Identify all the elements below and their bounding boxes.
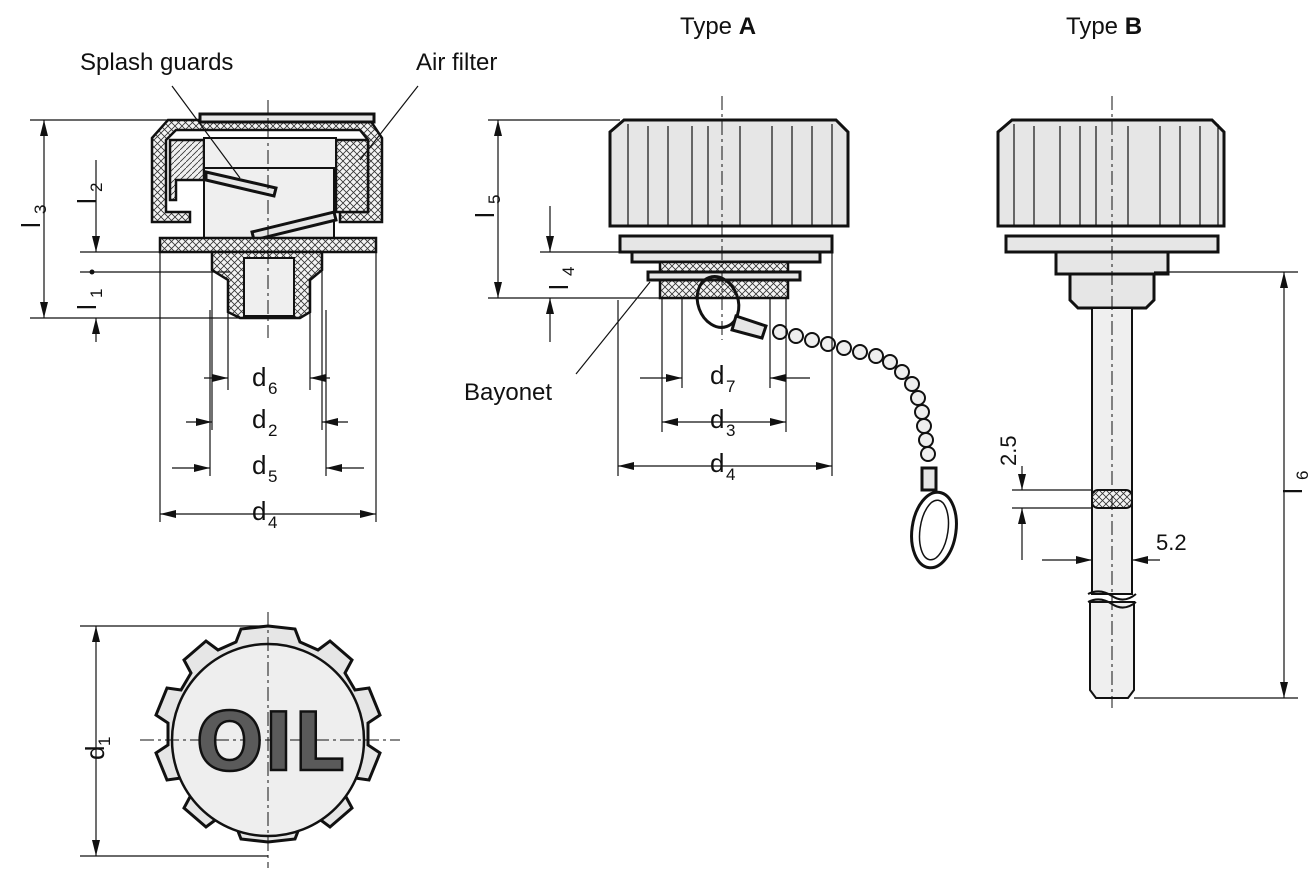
d7-label: d: [710, 360, 724, 390]
type-b-view: Type B l 6: [996, 13, 1312, 708]
l4-label: l: [544, 284, 574, 290]
d2-sub: 2: [268, 421, 277, 440]
dim-d4-type-a: d 4: [617, 252, 833, 484]
air-filter-element: [334, 138, 370, 214]
type-a-knurl-ribs: [627, 124, 833, 226]
l3-sub: 3: [31, 205, 50, 214]
type-b-title: Type B: [1066, 13, 1142, 40]
dim-2-5-label: 2.5: [996, 435, 1021, 466]
cap-top-plate: [198, 112, 376, 124]
d6-sub: 6: [268, 379, 277, 398]
l5-label: l: [470, 212, 500, 218]
type-a-seal: [630, 250, 822, 264]
inner-chamber-top: [203, 137, 337, 169]
dim-l6: l 6: [1134, 271, 1312, 699]
dim-d1: d 1: [80, 625, 268, 857]
dim-l4: l 4: [540, 206, 632, 342]
d6-label: d: [252, 362, 266, 392]
d1-sub: 1: [95, 737, 114, 746]
d5-label: d: [252, 450, 266, 480]
l6-sub: 6: [1293, 471, 1312, 480]
d3-label: d: [710, 404, 724, 434]
dim-d3: d 3: [661, 298, 787, 440]
d4-section-label: d: [252, 496, 266, 526]
type-a-chain: [695, 275, 958, 570]
type-b-knurl-ribs: [1013, 124, 1219, 226]
l1-label: l: [72, 304, 102, 310]
d5-sub: 5: [268, 467, 277, 486]
dim-l5: l 5: [470, 119, 660, 299]
dim-l1: l 1: [72, 269, 230, 342]
bayonet-leader: [575, 281, 651, 375]
dim-5-2: 5.2: [1042, 530, 1187, 590]
l5-sub: 5: [485, 195, 504, 204]
dim-d7: d 7: [640, 298, 810, 396]
d3-sub: 3: [726, 421, 735, 440]
dim-l2: l 2: [72, 160, 160, 253]
splash-guard-1: [204, 170, 278, 198]
dim-5-2-label: 5.2: [1156, 530, 1187, 555]
bayonet-label: Bayonet: [464, 379, 552, 406]
section-view: Splash guards Air filter l 3 l 2 l 1: [16, 49, 497, 532]
dim-2-5: 2.5: [996, 435, 1092, 560]
top-view: OIL d 1: [80, 612, 400, 868]
type-a-flange: [618, 234, 834, 254]
d2-label: d: [252, 404, 266, 434]
oil-text: OIL: [196, 696, 345, 789]
type-a-title: Type A: [680, 13, 756, 40]
l1-sub: 1: [87, 289, 106, 298]
d7-sub: 7: [726, 377, 735, 396]
l4-sub: 4: [559, 267, 578, 276]
d4-type-a-sub: 4: [726, 465, 735, 484]
d4-section-sub: 4: [268, 513, 277, 532]
d4-type-a-label: d: [710, 448, 724, 478]
air-filter-leader: [359, 85, 419, 161]
l2-sub: 2: [87, 183, 106, 192]
splash-guards-leader: [171, 85, 241, 179]
type-a-view: Type A: [464, 13, 958, 570]
air-filter-label: Air filter: [416, 49, 497, 76]
type-b-cap: [996, 118, 1226, 228]
dim-d6: d 6: [204, 312, 330, 398]
splash-guard-left-block: [168, 138, 206, 202]
l6-label: l: [1278, 488, 1308, 494]
dim-l3: l 3: [16, 119, 240, 319]
neck-bore: [243, 257, 295, 317]
type-a-cap: [608, 118, 850, 228]
dim-d5: d 5: [172, 310, 364, 486]
l3-label: l: [16, 222, 46, 228]
dim-d4-section: d 4: [159, 252, 377, 532]
d1-label: d: [80, 746, 110, 760]
splash-guards-label: Splash guards: [80, 49, 233, 76]
dim-d2: d 2: [186, 270, 348, 440]
l2-label: l: [72, 198, 102, 204]
